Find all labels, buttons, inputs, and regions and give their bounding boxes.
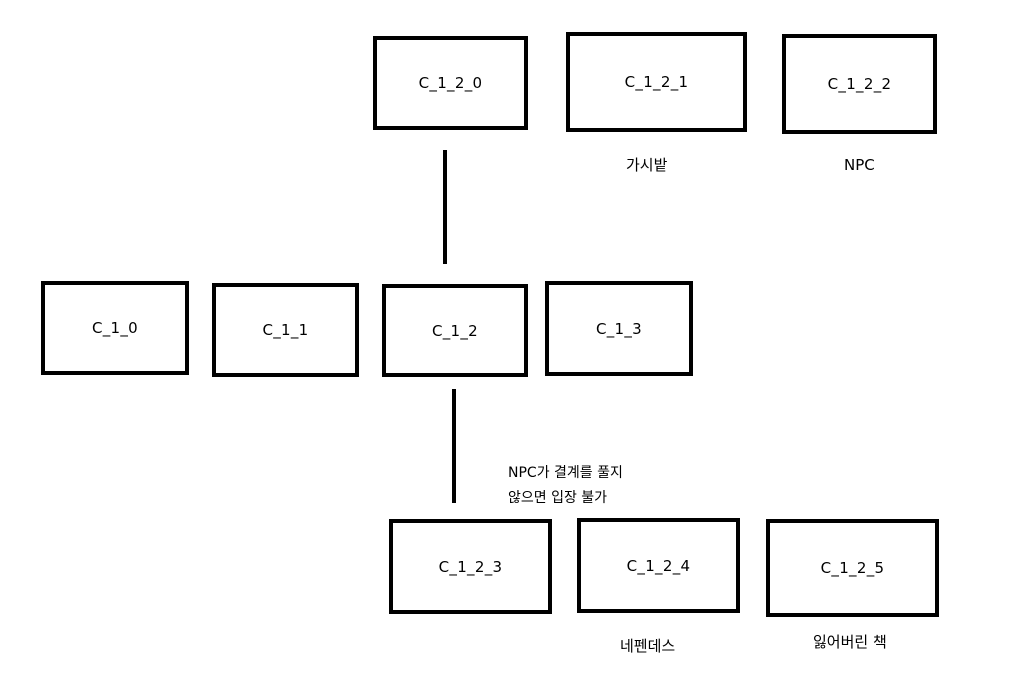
annotation-c-1-2-1: 가시밭 xyxy=(626,156,668,174)
room-c-1-2-4: C_1_2_4 xyxy=(577,518,740,613)
room-label-c-1-1: C_1_1 xyxy=(262,321,309,339)
room-c-1-2-1: C_1_2_1 xyxy=(566,32,747,132)
room-c-1-3: C_1_3 xyxy=(545,281,693,376)
room-c-1-2-0: C_1_2_0 xyxy=(373,36,528,130)
connector-c-1-2-to-c-1-2-3 xyxy=(452,389,456,503)
room-label-c-1-2: C_1_2 xyxy=(431,321,479,340)
room-label-c-1-2-4: C_1_2_4 xyxy=(626,556,691,575)
connector-c-1-2-0-to-c-1-2 xyxy=(443,150,447,264)
room-c-1-1: C_1_1 xyxy=(212,283,359,377)
room-label-c-1-3: C_1_3 xyxy=(595,319,643,338)
annotation-c-1-2-2: NPC xyxy=(844,156,875,174)
room-c-1-2-3: C_1_2_3 xyxy=(389,519,552,614)
room-label-c-1-2-2: C_1_2_2 xyxy=(827,75,892,93)
barrier-note: NPC가 결계를 풀지 않으면 입장 불가 xyxy=(508,461,623,511)
room-label-c-1-0: C_1_0 xyxy=(91,319,139,337)
annotation-c-1-2-5: 잃어버린 책 xyxy=(813,633,887,651)
room-c-1-0: C_1_0 xyxy=(41,281,189,375)
barrier-note-line-1: NPC가 결계를 풀지 xyxy=(508,465,623,481)
room-c-1-2-5: C_1_2_5 xyxy=(766,519,939,617)
room-label-c-1-2-0: C_1_2_0 xyxy=(418,74,483,92)
room-label-c-1-2-5: C_1_2_5 xyxy=(820,559,885,577)
barrier-note-line-2: 않으면 입장 불가 xyxy=(508,490,608,506)
annotation-c-1-2-4: 네펜데스 xyxy=(620,637,676,655)
room-label-c-1-2-1: C_1_2_1 xyxy=(624,73,689,91)
room-c-1-2-2: C_1_2_2 xyxy=(782,34,937,134)
room-c-1-2: C_1_2 xyxy=(382,284,528,377)
room-label-c-1-2-3: C_1_2_3 xyxy=(438,557,503,576)
